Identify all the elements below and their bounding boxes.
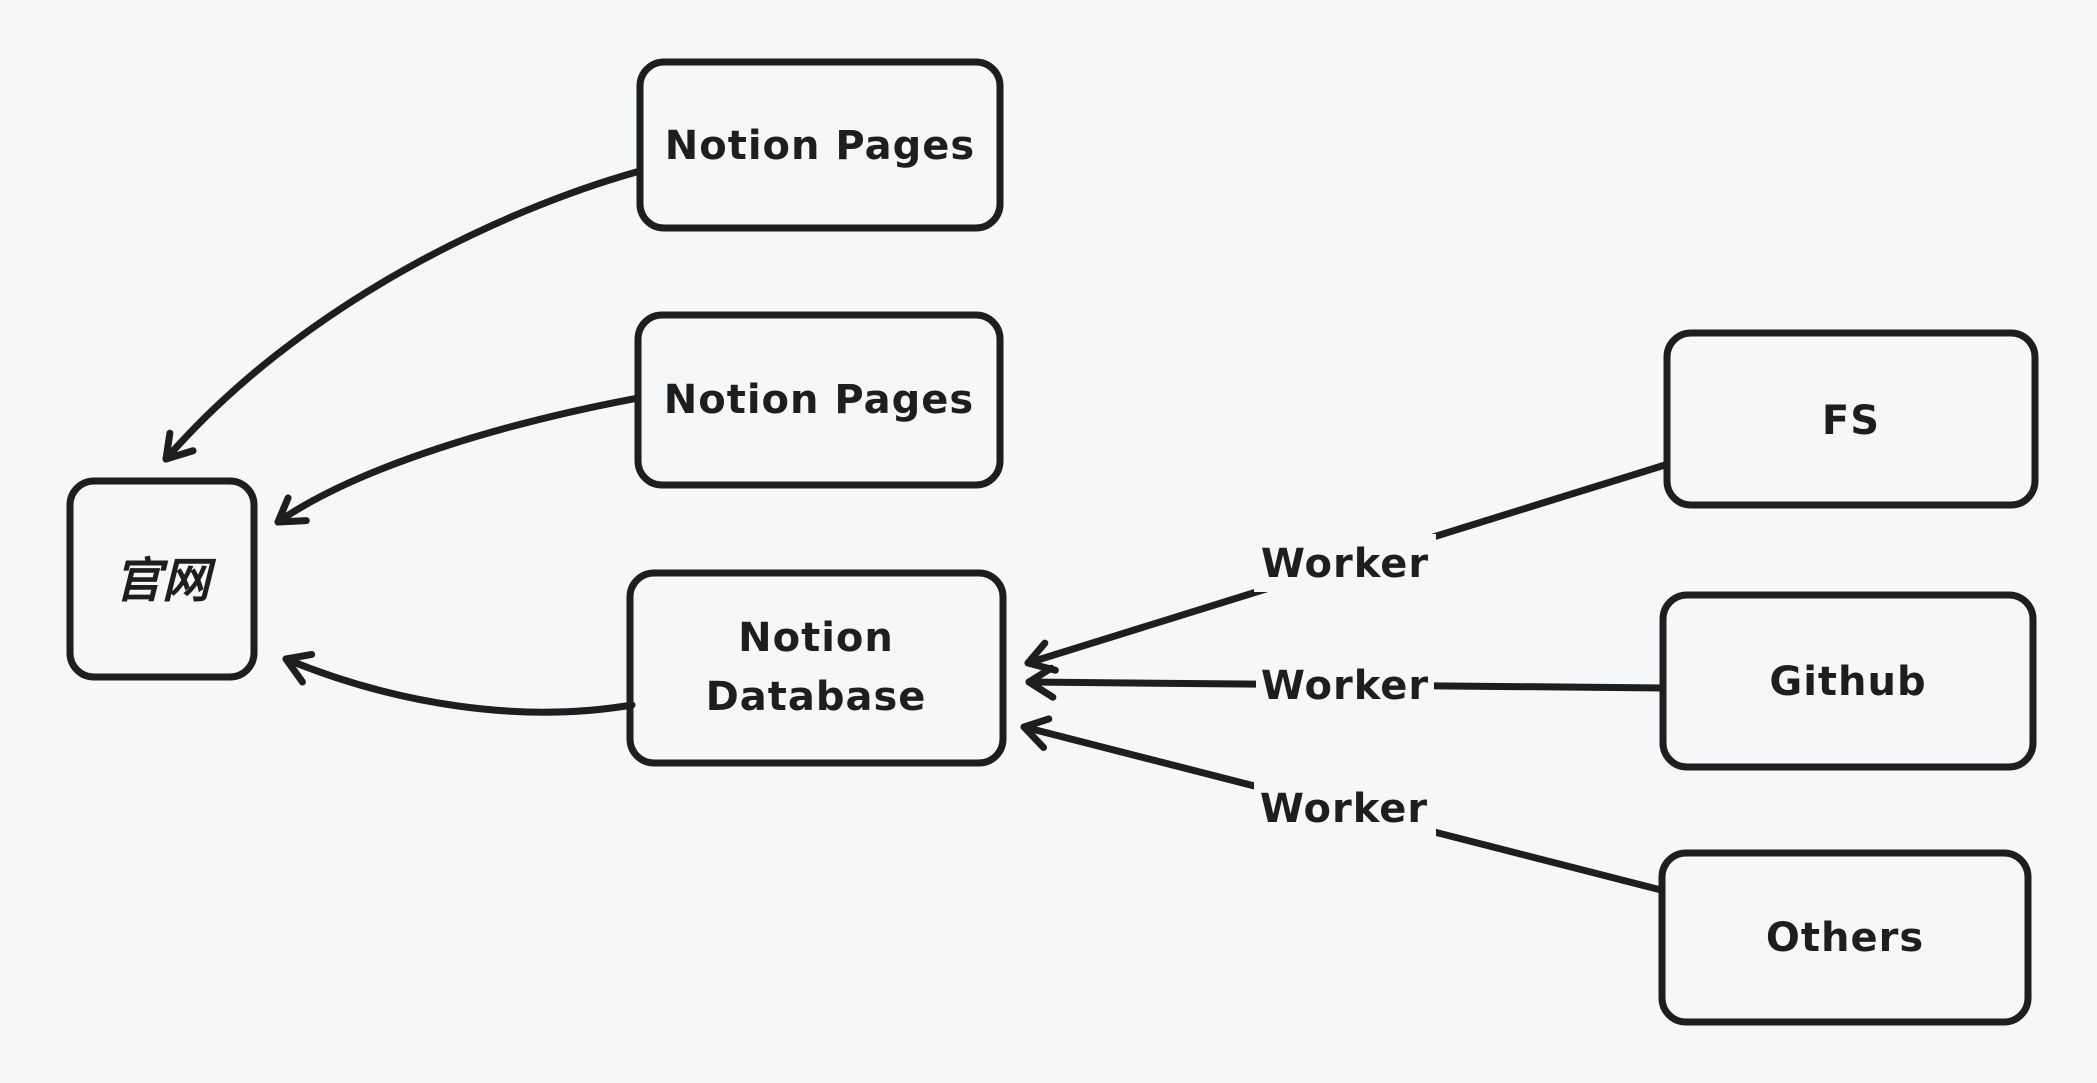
fs-box	[1663, 329, 2039, 509]
github-box	[1659, 591, 2037, 771]
node-notion-pages-1: Notion Pages	[636, 58, 1004, 232]
node-guanwang: 官网	[66, 477, 258, 681]
notion-database-label-line2: Database	[706, 674, 927, 720]
edge-notion-pages-1-to-guanwang	[162, 167, 644, 463]
edge-github-to-notion-database: Worker	[1025, 658, 1667, 710]
edge-fs-to-notion-database: Worker	[1024, 461, 1669, 674]
github-label: Github	[1769, 659, 1926, 705]
worker-label-fs: Worker	[1261, 541, 1429, 587]
others-box	[1658, 849, 2032, 1026]
notion-pages-2-label: Notion Pages	[664, 377, 974, 423]
edge-notion-database-to-guanwang	[282, 650, 636, 716]
edge-label-backdrop	[1256, 658, 1434, 710]
worker-label-others: Worker	[1260, 786, 1428, 832]
notion-database-label-line1: Notion	[738, 615, 894, 661]
fs-label: FS	[1822, 398, 1880, 444]
node-notion-pages-2: Notion Pages	[634, 311, 1004, 489]
node-notion-database: Notion Database	[626, 569, 1007, 767]
edge-label-backdrop	[1254, 780, 1436, 836]
edge-label-backdrop	[1254, 534, 1436, 592]
notion-pages-1-box	[636, 58, 1004, 232]
guanwang-box	[66, 477, 258, 681]
guanwang-label: 官网	[114, 553, 217, 609]
edge-others-to-notion-database: Worker	[1020, 715, 1665, 894]
node-others: Others	[1658, 849, 2032, 1026]
notion-database-box	[626, 569, 1007, 767]
node-github: Github	[1659, 591, 2037, 771]
others-label: Others	[1766, 915, 1924, 961]
edge-notion-pages-2-to-guanwang	[274, 394, 642, 526]
notion-pages-1-label: Notion Pages	[665, 123, 975, 169]
worker-label-github: Worker	[1261, 663, 1429, 709]
node-fs: FS	[1663, 329, 2039, 509]
